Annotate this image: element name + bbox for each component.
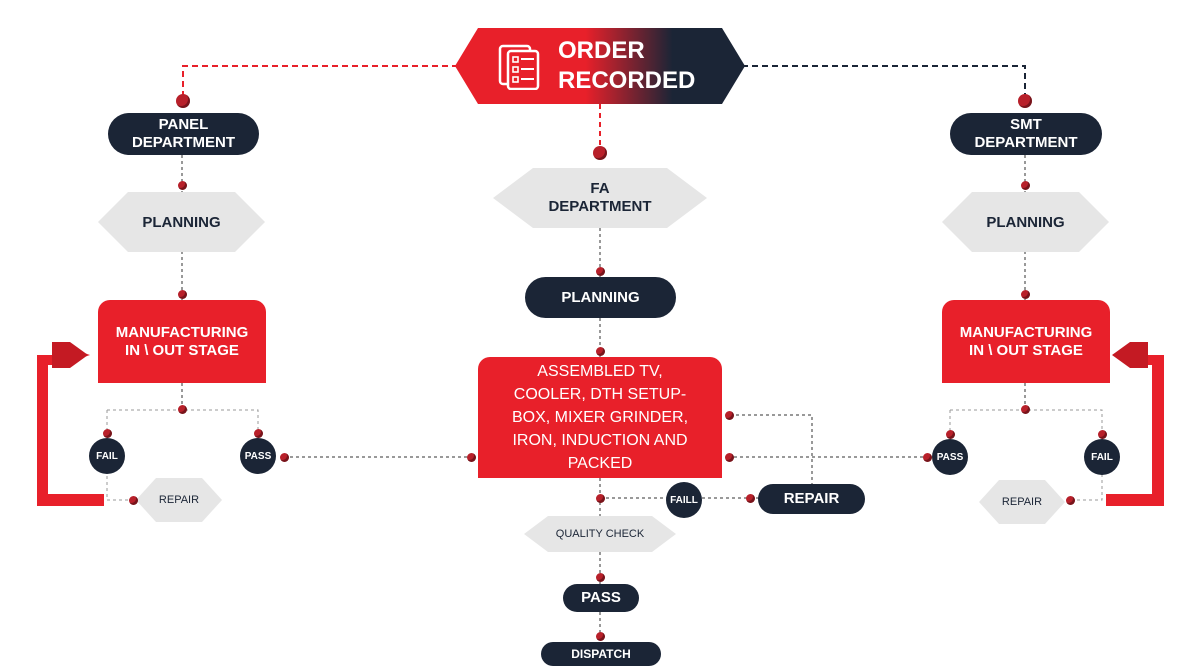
right-repair-diamond: REPAIR bbox=[979, 480, 1065, 524]
order-recorded-title: ORDER RECORDED bbox=[558, 37, 696, 94]
right-fail-circle: FAIL bbox=[1084, 439, 1120, 475]
connector-dot bbox=[1021, 181, 1030, 190]
connector-dot bbox=[129, 496, 138, 505]
right-pass-circle: PASS bbox=[932, 439, 968, 475]
connector-dot bbox=[593, 146, 607, 160]
connector-dot bbox=[923, 453, 932, 462]
connector-dot bbox=[280, 453, 289, 462]
connector-dot bbox=[103, 429, 112, 438]
left-pass-circle: PASS bbox=[240, 438, 276, 474]
center-fail-circle: FAILL bbox=[666, 482, 702, 518]
left-repair-diamond: REPAIR bbox=[136, 478, 222, 522]
fa-department-label: FA DEPARTMENT bbox=[548, 180, 652, 215]
left-repair-label: REPAIR bbox=[158, 494, 200, 506]
connector-dot bbox=[596, 573, 605, 582]
connector-dot bbox=[725, 411, 734, 420]
connector-dot bbox=[746, 494, 755, 503]
connector-dot bbox=[1021, 290, 1030, 299]
right-planning-diamond: PLANNING bbox=[942, 192, 1109, 252]
fa-department-diamond: FA DEPARTMENT bbox=[493, 168, 707, 228]
order-recorded-banner: ORDER RECORDED bbox=[490, 28, 720, 104]
center-pass-node: PASS bbox=[563, 584, 639, 612]
smt-department-node: SMT DEPARTMENT bbox=[950, 113, 1102, 155]
right-manufacturing-node: MANUFACTURING IN \ OUT STAGE bbox=[942, 300, 1110, 383]
connector-dot bbox=[596, 347, 605, 356]
connector-dot bbox=[176, 94, 190, 108]
connector-dot bbox=[596, 267, 605, 276]
connector-dot bbox=[178, 181, 187, 190]
right-repair-label: REPAIR bbox=[1001, 496, 1043, 508]
center-repair-node: REPAIR bbox=[758, 484, 865, 514]
connector-dot bbox=[254, 429, 263, 438]
dispatch-node: DISPATCH bbox=[541, 642, 661, 666]
connector-dot bbox=[596, 632, 605, 641]
connector-dot bbox=[596, 494, 605, 503]
connector-dot bbox=[946, 430, 955, 439]
center-planning-node: PLANNING bbox=[525, 277, 676, 318]
connector-dot bbox=[467, 453, 476, 462]
connector-dot bbox=[1098, 430, 1107, 439]
left-planning-label: PLANNING bbox=[142, 213, 221, 231]
left-manufacturing-node: MANUFACTURING IN \ OUT STAGE bbox=[98, 300, 266, 383]
left-planning-diamond: PLANNING bbox=[98, 192, 265, 252]
connector-dot bbox=[725, 453, 734, 462]
quality-check-label: QUALITY CHECK bbox=[555, 528, 645, 540]
connector-dot bbox=[1066, 496, 1075, 505]
connector-dot bbox=[1021, 405, 1030, 414]
panel-department-node: PANEL DEPARTMENT bbox=[108, 113, 259, 155]
products-assembly-node: ASSEMBLED TV, COOLER, DTH SETUP- BOX, MI… bbox=[478, 357, 722, 478]
right-planning-label: PLANNING bbox=[986, 213, 1065, 231]
checklist-icon bbox=[498, 42, 542, 91]
connector-dot bbox=[178, 290, 187, 299]
connector-dot bbox=[1018, 94, 1032, 108]
connector-dot bbox=[178, 405, 187, 414]
left-fail-circle: FAIL bbox=[89, 438, 125, 474]
quality-check-diamond: QUALITY CHECK bbox=[524, 516, 676, 552]
